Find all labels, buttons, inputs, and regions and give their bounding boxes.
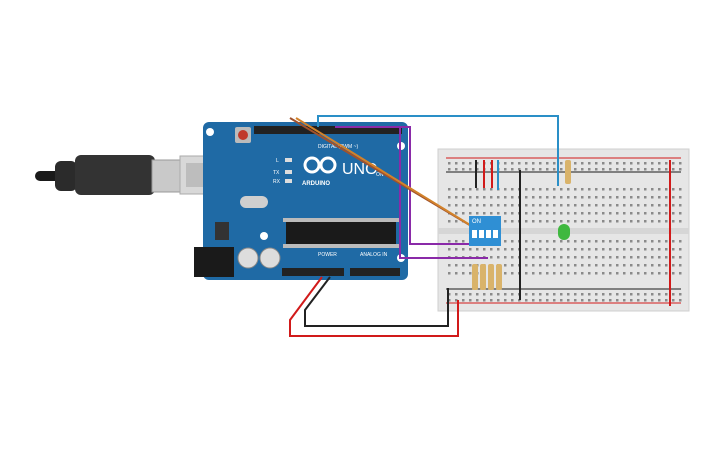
board-brand: ARDUINO bbox=[302, 181, 330, 187]
voltage-regulator bbox=[215, 222, 229, 240]
analog-label: ANALOG IN bbox=[360, 252, 388, 258]
capacitor-2 bbox=[259, 247, 281, 269]
analog-header bbox=[350, 268, 400, 276]
tx-led bbox=[285, 170, 292, 174]
power-label: POWER bbox=[318, 252, 337, 258]
green-led[interactable] bbox=[558, 224, 570, 240]
power-jack[interactable] bbox=[194, 247, 234, 277]
arduino-logo bbox=[303, 156, 337, 174]
led-resistor[interactable] bbox=[565, 160, 571, 184]
wires[interactable] bbox=[289, 115, 671, 337]
wire-brown-2 bbox=[295, 117, 489, 237]
tx-label: TX bbox=[273, 170, 280, 176]
rx-label: RX bbox=[273, 179, 281, 185]
digital-header bbox=[254, 126, 402, 134]
microcontroller-chip bbox=[286, 222, 396, 244]
capacitor-1 bbox=[237, 247, 259, 269]
wire-blue bbox=[317, 115, 559, 186]
rx-led bbox=[285, 179, 292, 183]
power-header bbox=[282, 268, 344, 276]
crystal bbox=[240, 196, 268, 208]
l-label: L bbox=[276, 158, 279, 164]
dip-on-label: ON bbox=[472, 219, 481, 225]
l-led bbox=[285, 158, 292, 162]
dip-switch[interactable]: ON bbox=[469, 216, 501, 246]
wire-black-gnd bbox=[304, 276, 449, 327]
board-name: UNO bbox=[342, 161, 378, 178]
on-label: ON bbox=[376, 172, 384, 178]
arduino-uno-board[interactable]: UNO ARDUINO DIGITAL (PWM ~) TX RX L ON P… bbox=[194, 122, 408, 280]
wire-red-5v bbox=[289, 276, 459, 337]
wire-purple-2 bbox=[345, 126, 478, 245]
resistor-array[interactable] bbox=[472, 264, 502, 290]
